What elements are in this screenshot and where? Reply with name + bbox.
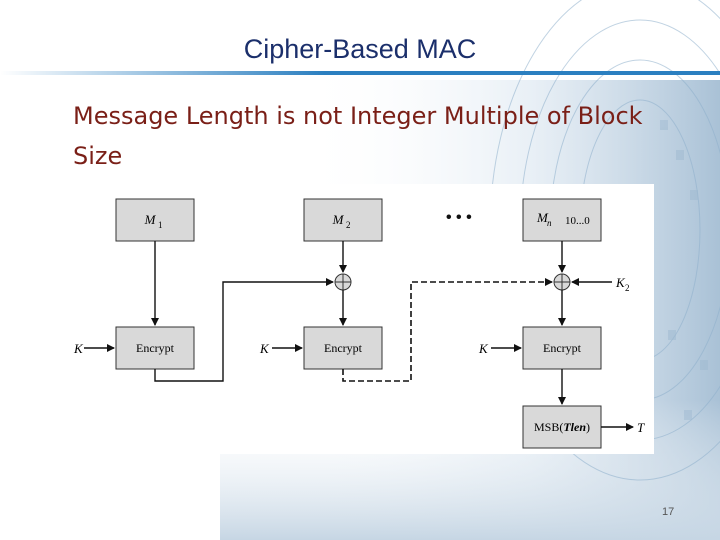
title-underline <box>0 71 720 75</box>
encrypt-block-2: Encrypt <box>303 326 383 370</box>
key-label-2: K <box>259 341 270 356</box>
block-m2-label: M <box>332 212 345 227</box>
k2-subscript: 2 <box>625 283 630 293</box>
dashed-chain-line <box>342 278 553 382</box>
encrypt-block-1-label: Encrypt <box>136 341 175 355</box>
encrypt-block-3: Encrypt <box>522 326 602 370</box>
flow-arrows <box>84 241 634 431</box>
encrypt-block-3-label: Encrypt <box>543 341 582 355</box>
slide-heading: Message Length is not Integer Multiple o… <box>73 102 643 170</box>
encrypt-block-2-label: Encrypt <box>324 341 363 355</box>
msb-block-label: MSB(Tlen) <box>534 420 590 434</box>
xor-symbol-1 <box>334 273 352 291</box>
block-mn-subscript: n <box>547 218 552 228</box>
block-mn-label: M <box>536 210 549 225</box>
block-m2: M 2 <box>303 198 383 242</box>
k2-label: K <box>615 275 626 290</box>
msb-block: MSB(Tlen) <box>522 405 602 449</box>
block-m1-label: M <box>144 212 157 227</box>
encrypt-block-1: Encrypt <box>115 326 195 370</box>
cmac-diagram: M 1 M 2 • • • M n 10...0 Encrypt Encrypt… <box>68 184 654 454</box>
block-m1-subscript: 1 <box>158 220 163 230</box>
page-number: 17 <box>662 506 675 518</box>
block-m1: M 1 <box>115 198 195 242</box>
block-mn: M n 10...0 <box>522 198 602 242</box>
block-mn-padding: 10...0 <box>565 215 590 227</box>
xor-symbol-2 <box>553 273 571 291</box>
block-m2-subscript: 2 <box>346 220 351 230</box>
slide-title: Cipher-Based MAC <box>243 34 477 64</box>
key-label-3: K <box>478 341 489 356</box>
output-t-label: T <box>637 420 645 435</box>
key-label-1: K <box>73 341 84 356</box>
ellipsis-dots: • • • <box>446 209 472 226</box>
